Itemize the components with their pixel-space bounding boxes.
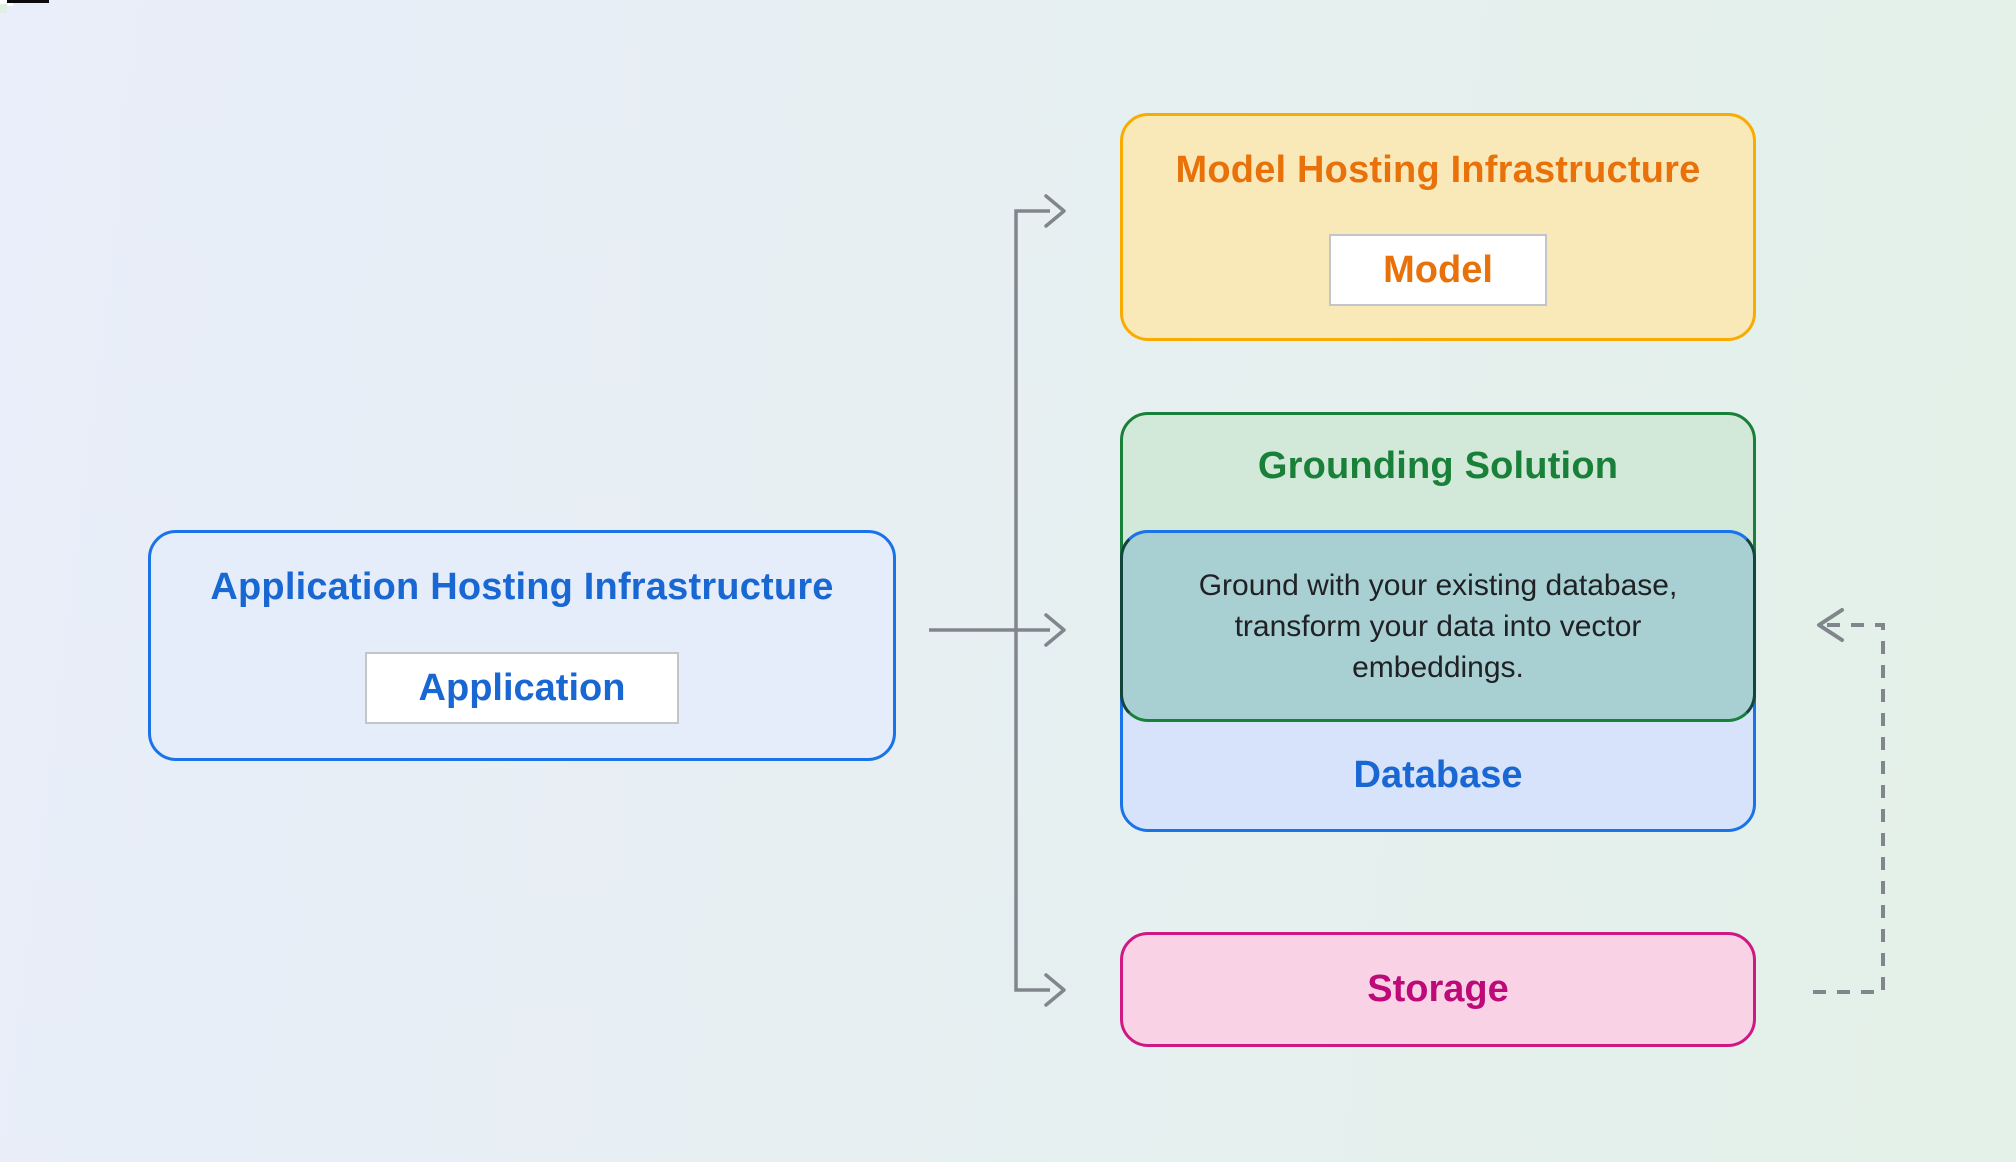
corner-artifact-green: [0, 4, 7, 13]
model-chip: Model: [1329, 234, 1547, 306]
storage-label: Storage: [1367, 968, 1509, 1010]
storage-box: Storage: [1120, 932, 1756, 1047]
arrow-left-icon: [1817, 608, 1844, 642]
grounding-description: Ground with your existing database, tran…: [1148, 565, 1728, 688]
model-hosting-box: Model Hosting Infrastructure Model: [1120, 113, 1756, 341]
application-hosting-box: Application Hosting Infrastructure Appli…: [148, 530, 896, 761]
arrow-right-icon: [1044, 194, 1066, 1007]
grounding-description-box: Ground with your existing database, tran…: [1120, 530, 1756, 722]
database-label: Database: [1353, 754, 1523, 796]
grounding-description-line: embeddings.: [1352, 650, 1524, 684]
corner-artifact: [0, 0, 13, 6]
grounding-solution-title: Grounding Solution: [1257, 445, 1619, 487]
dashed-feedback-connector: [1813, 623, 1885, 994]
application-chip-label: Application: [418, 666, 626, 709]
grounding-description-line: transform your data into vector: [1234, 609, 1642, 643]
grounding-description-line: Ground with your existing database,: [1198, 568, 1678, 602]
application-hosting-title: Application Hosting Infrastructure: [210, 566, 834, 608]
corner-artifact-line: [7, 0, 49, 3]
model-chip-label: Model: [1383, 248, 1493, 291]
application-chip: Application: [365, 652, 679, 724]
solid-branch-connector: [929, 209, 1050, 992]
model-hosting-title: Model Hosting Infrastructure: [1175, 149, 1701, 191]
